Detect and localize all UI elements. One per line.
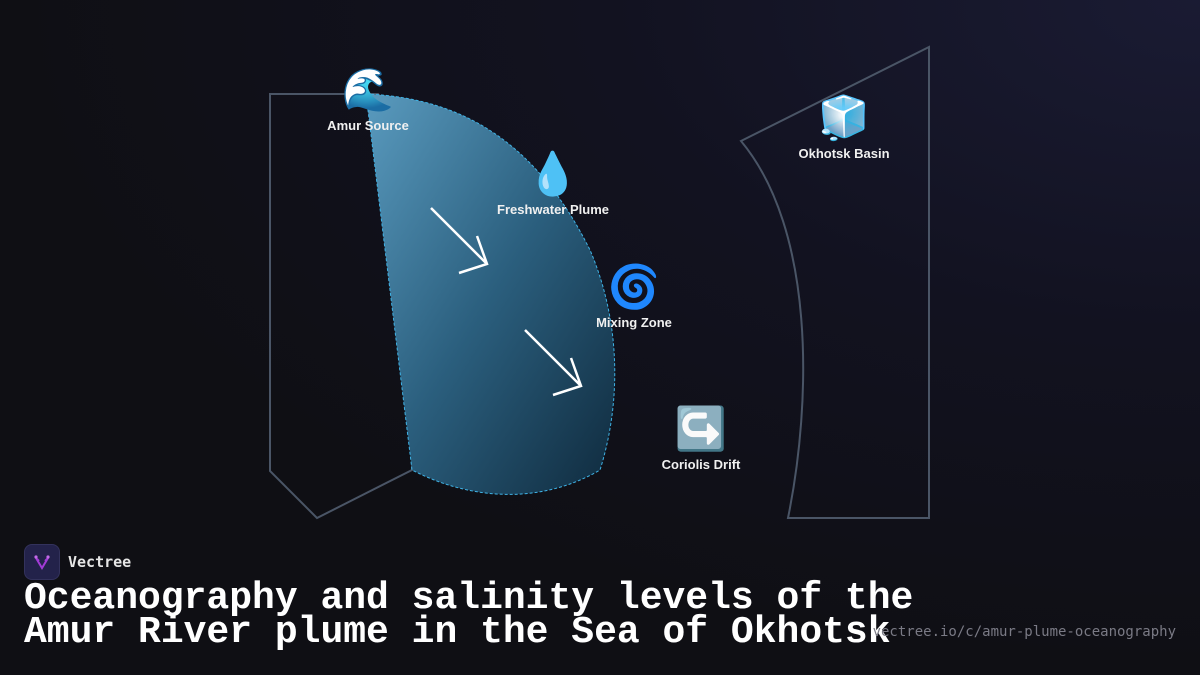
cyclone-icon: 🌀 xyxy=(607,263,661,310)
node-label: Amur Source xyxy=(327,118,409,133)
node-okhotsk-basin[interactable]: 🧊 Okhotsk Basin xyxy=(798,94,889,161)
flow-arrow xyxy=(524,329,583,397)
droplet-icon: 💧 xyxy=(526,150,580,197)
ice-cube-icon: 🧊 xyxy=(817,94,871,141)
right-hook-arrow-icon: ↪️ xyxy=(674,405,728,452)
node-label: Mixing Zone xyxy=(596,315,672,330)
wave-icon: 🌊 xyxy=(341,66,395,113)
node-amur-source[interactable]: 🌊 Amur Source xyxy=(327,66,409,133)
node-mixing-zone[interactable]: 🌀 Mixing Zone xyxy=(596,263,672,330)
node-label: Freshwater Plume xyxy=(497,202,609,217)
page-title: Oceanography and salinity levels of the … xyxy=(24,577,914,654)
node-label: Coriolis Drift xyxy=(661,457,741,472)
node-label: Okhotsk Basin xyxy=(798,146,890,161)
freshwater-plume-region xyxy=(365,93,616,495)
brand: Vectree xyxy=(24,544,131,580)
flow-arrow xyxy=(430,207,489,275)
title-line-2: Amur River plume in the Sea of Okhotsk xyxy=(24,611,891,654)
brand-name: Vectree xyxy=(68,553,132,571)
node-freshwater-plume[interactable]: 💧 Freshwater Plume xyxy=(497,150,609,217)
title-line-1: Oceanography and salinity levels of the xyxy=(24,577,914,620)
node-coriolis-drift[interactable]: ↪️ Coriolis Drift xyxy=(662,405,741,472)
vectree-logo-icon xyxy=(24,544,60,580)
source-url[interactable]: vectree.io/c/amur-plume-oceanography xyxy=(872,624,1176,640)
okhotsk-basin-region xyxy=(739,45,930,519)
